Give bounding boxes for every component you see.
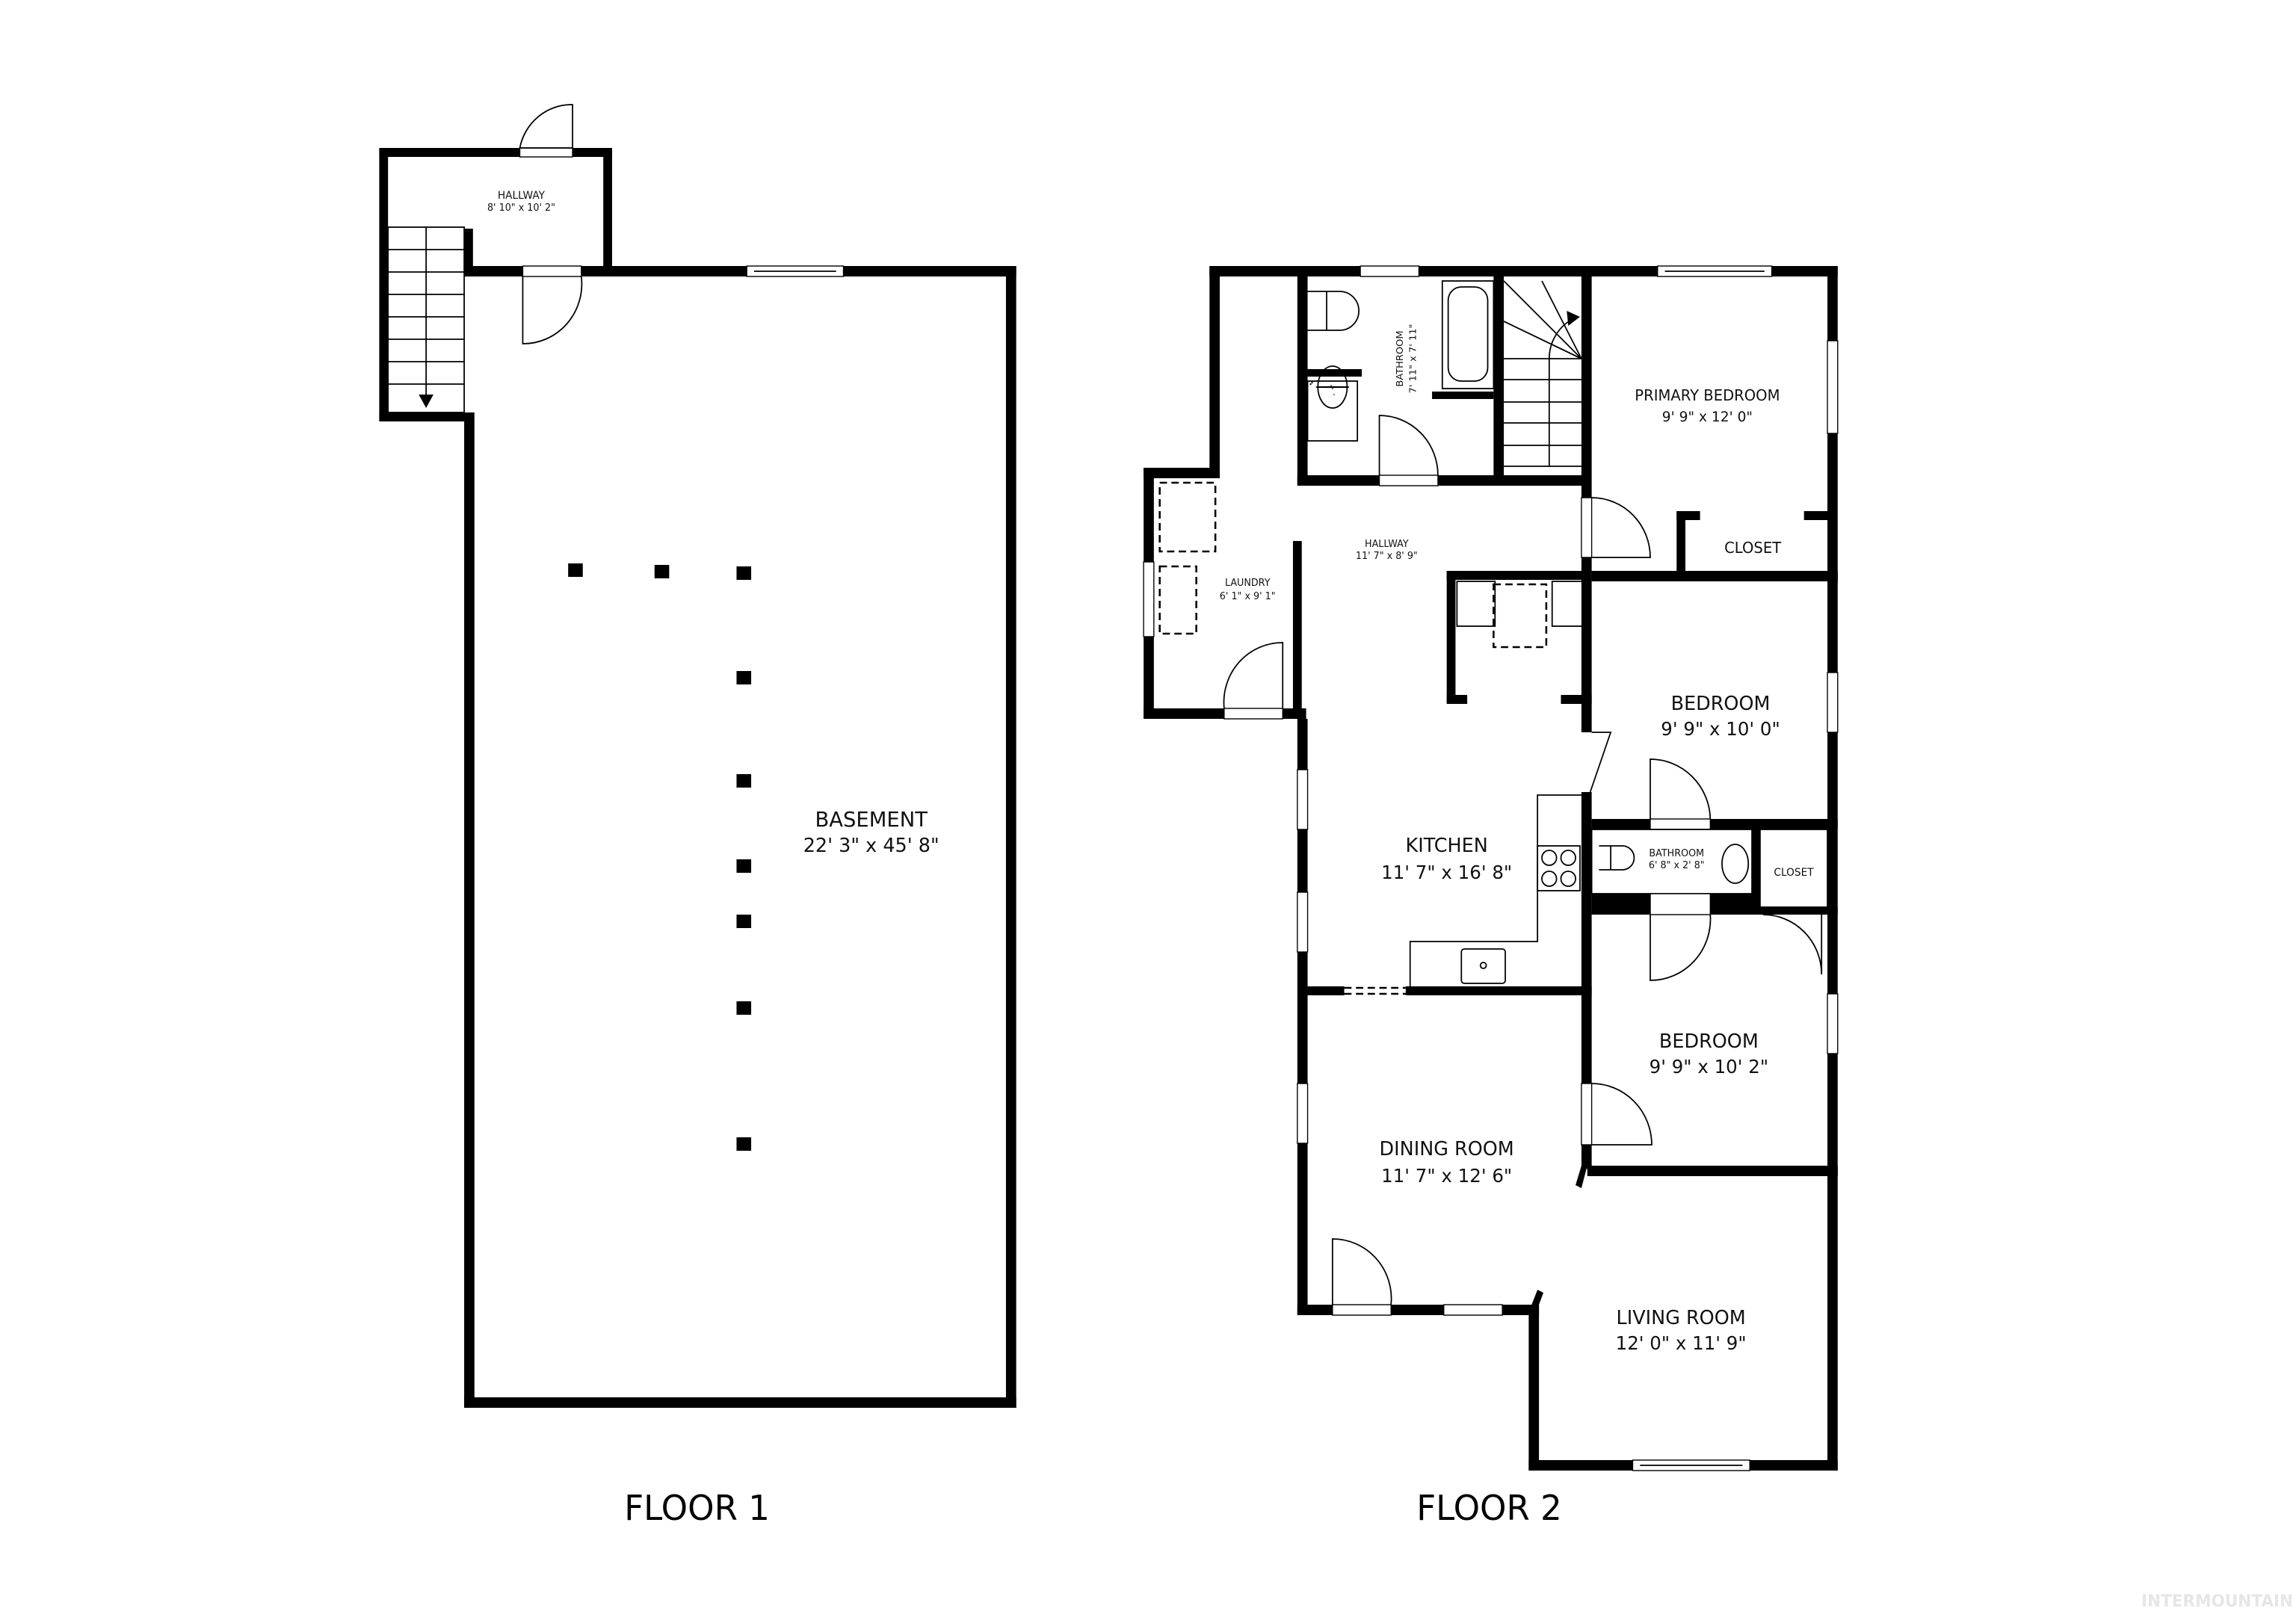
- room-label-living-room: LIVING ROOM: [1617, 1307, 1746, 1329]
- room-label-bedroom-1: BEDROOM: [1671, 693, 1771, 715]
- room-dims-bathroom-1: 7' 11" x 7' 11": [1408, 324, 1419, 394]
- room-label-bathroom-2: BATHROOM: [1649, 848, 1704, 859]
- stairs: [387, 226, 465, 413]
- room-label-bedroom-2: BEDROOM: [1659, 1030, 1759, 1053]
- room-label-kitchen: KITCHEN: [1406, 835, 1488, 857]
- room-dims-primary-bedroom: 9' 9" x 12' 0": [1662, 409, 1753, 425]
- stairs-upper: [1503, 280, 1582, 467]
- watermark: INTERMOUNTAIN: [2141, 1592, 2293, 1611]
- floor-2: BATHROOM 7' 11" x 7' 11" PRIMARY BEDROOM…: [1143, 265, 1839, 1529]
- room-label-laundry: LAUNDRY: [1225, 578, 1271, 589]
- room-label-basement: BASEMENT: [815, 807, 928, 832]
- room-dims-floor1-hallway: 8' 10" x 10' 2": [487, 203, 555, 214]
- room-dims-laundry: 6' 1" x 9' 1": [1220, 591, 1276, 602]
- room-dims-dining-room: 11' 7" x 12' 6": [1381, 1165, 1512, 1187]
- room-dims-basement: 22' 3" x 45' 8": [803, 835, 939, 857]
- room-label-primary-bedroom: PRIMARY BEDROOM: [1635, 387, 1780, 404]
- room-dims-bedroom-2: 9' 9" x 10' 2": [1650, 1056, 1768, 1078]
- room-dims-bedroom-1: 9' 9" x 10' 0": [1661, 718, 1780, 740]
- support-posts: [568, 563, 752, 1151]
- room-label-hallway: HALLWAY: [1365, 539, 1409, 550]
- room-label-closet-primary: CLOSET: [1724, 540, 1782, 557]
- room-dims-kitchen: 11' 7" x 16' 8": [1381, 862, 1512, 883]
- room-dims-hallway: 11' 7" x 8' 9": [1356, 551, 1418, 562]
- room-label-floor1-hallway: HALLWAY: [498, 190, 546, 202]
- floor-1: HALLWAY 8' 10" x 10' 2" BASEMENT 22' 3" …: [379, 104, 1016, 1529]
- floor-2-label: FLOOR 2: [1416, 1488, 1562, 1529]
- floor-1-label: FLOOR 1: [624, 1488, 770, 1529]
- room-label-closet-2: CLOSET: [1774, 867, 1814, 879]
- room-label-dining-room: DINING ROOM: [1380, 1138, 1514, 1160]
- room-dims-bathroom-2: 6' 8" x 2' 8": [1649, 860, 1705, 871]
- room-dims-living-room: 12' 0" x 11' 9": [1616, 1332, 1747, 1354]
- room-label-bathroom-1: BATHROOM: [1395, 330, 1406, 386]
